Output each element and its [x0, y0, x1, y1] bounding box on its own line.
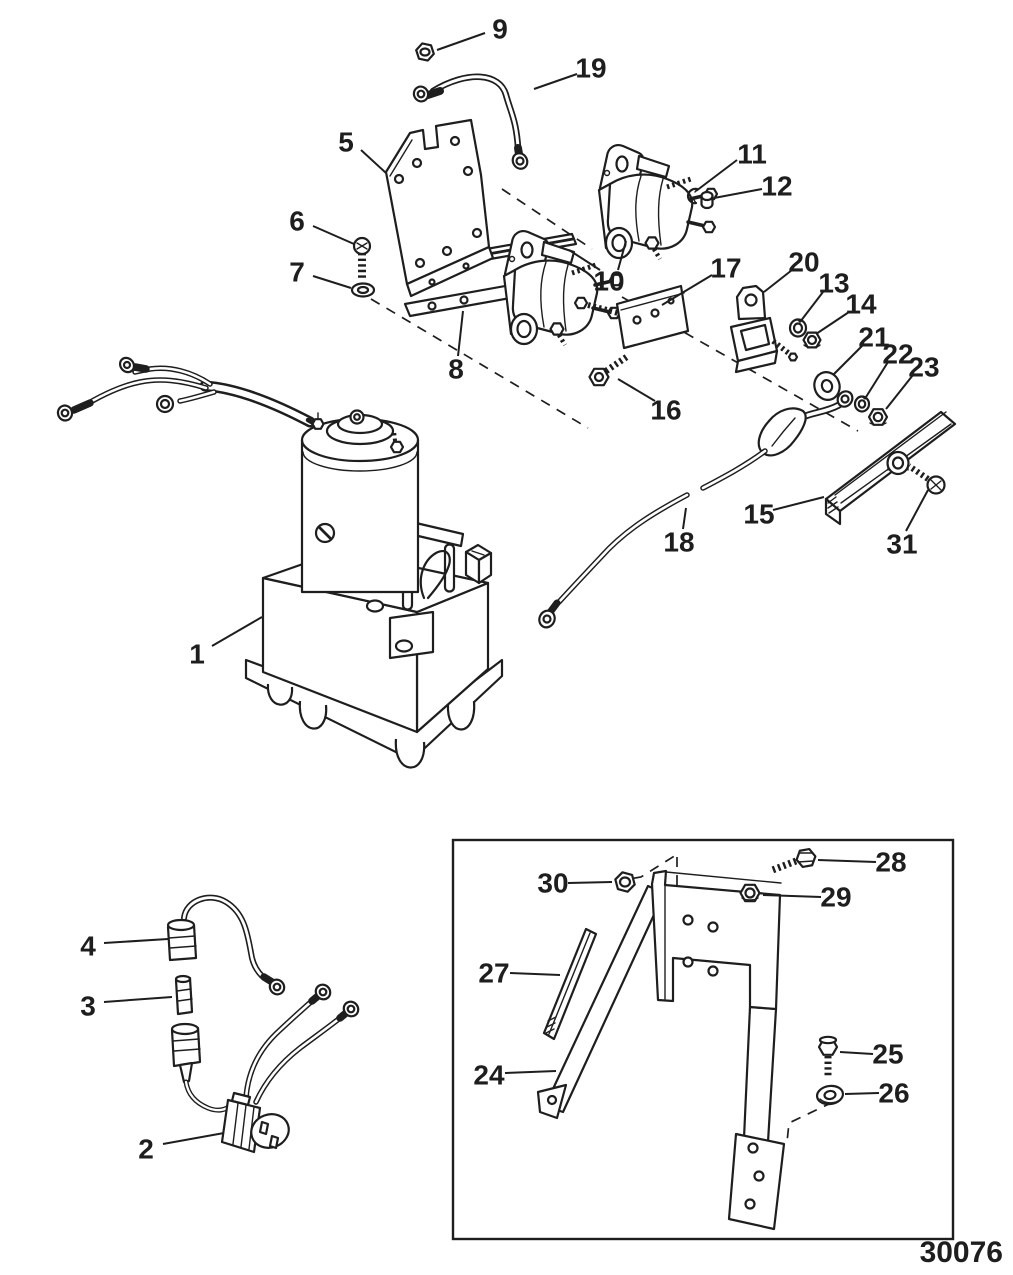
- callout-leader-6: [312, 225, 355, 245]
- callout-leader-15: [772, 496, 825, 511]
- lockwasher-13: [788, 318, 808, 338]
- connector-2: [220, 1091, 290, 1154]
- callout-leader-20: [763, 269, 793, 293]
- callout-label-23: 23: [908, 352, 939, 383]
- callout-label-19: 19: [575, 53, 606, 84]
- callout-leader-30: [567, 881, 613, 884]
- callout-leader-9: [436, 32, 486, 51]
- nut-23: [867, 408, 889, 426]
- callout-label-16: 16: [650, 395, 681, 426]
- callout-label-1: 1: [189, 639, 205, 670]
- mount-bracket-24: [536, 869, 786, 1231]
- fuse-holder-body: [170, 1022, 234, 1113]
- washer-26: [815, 1084, 845, 1106]
- detail-box-group: [451, 838, 955, 1241]
- figure-number: 30076: [920, 1236, 1003, 1269]
- screw-6: [352, 236, 372, 278]
- callout-leader-16: [617, 378, 656, 402]
- wiring-harness-group: [166, 894, 360, 1154]
- callout-leader-24: [504, 1070, 557, 1074]
- callout-leader-25: [839, 1051, 874, 1055]
- callout-label-9: 9: [492, 14, 508, 45]
- callout-layer: 1234567891011121314151617181920212223242…: [80, 14, 939, 1165]
- nut-9: [415, 42, 435, 62]
- bolt-28: [768, 847, 817, 875]
- callout-label-8: 8: [448, 354, 464, 385]
- callout-label-4: 4: [80, 931, 96, 962]
- callout-label-30: 30: [537, 868, 568, 899]
- bracket-20: [729, 284, 799, 374]
- callout-leader-18: [682, 507, 687, 530]
- callout-leader-17: [661, 274, 713, 306]
- callout-label-7: 7: [289, 257, 305, 288]
- callout-label-2: 2: [138, 1134, 154, 1165]
- nut-14: [802, 331, 822, 349]
- callout-label-5: 5: [338, 127, 354, 158]
- callout-label-20: 20: [788, 247, 819, 278]
- detail-box-border: [451, 838, 955, 1241]
- screw-31: [907, 463, 946, 495]
- callout-label-17: 17: [710, 253, 741, 284]
- callout-leader-3: [103, 996, 173, 1003]
- callout-leader-31: [905, 489, 929, 532]
- callout-leader-28: [817, 859, 877, 863]
- callout-label-3: 3: [80, 991, 96, 1022]
- callout-leader-13: [799, 291, 824, 323]
- callout-leader-23: [885, 374, 914, 410]
- jumper-lead-19: [412, 73, 529, 170]
- anode-plate-15: [824, 410, 957, 526]
- nut-12: [700, 190, 714, 210]
- plate-17: [615, 284, 690, 350]
- callout-leader-1: [211, 616, 263, 647]
- callout-leader-27: [509, 972, 561, 976]
- callout-label-27: 27: [478, 958, 509, 989]
- fuse-holder-4: [166, 894, 286, 996]
- callout-label-22: 22: [882, 339, 913, 370]
- callout-label-12: 12: [761, 171, 792, 202]
- callout-label-26: 26: [878, 1078, 909, 1109]
- callout-label-18: 18: [663, 527, 694, 558]
- callout-label-13: 13: [818, 268, 849, 299]
- callout-leader-12: [713, 188, 763, 199]
- callout-label-10: 10: [593, 266, 624, 297]
- nut-29: [739, 883, 761, 903]
- callout-leader-26: [844, 1092, 880, 1095]
- fuse-3: [174, 974, 194, 1016]
- callout-leader-14: [815, 311, 850, 335]
- callout-label-29: 29: [820, 882, 851, 913]
- callout-label-11: 11: [737, 139, 767, 170]
- callout-leader-7: [312, 275, 352, 289]
- washer-21: [813, 371, 841, 401]
- callout-leader-22: [865, 361, 889, 398]
- callout-label-21: 21: [858, 322, 889, 353]
- callout-leader-4: [103, 938, 169, 944]
- callout-leader-5: [360, 149, 387, 174]
- callout-label-31: 31: [886, 529, 917, 560]
- nut-30: [614, 871, 636, 893]
- screw-25: [817, 1035, 839, 1077]
- callout-leader-29: [762, 894, 822, 898]
- support-strip-27: [542, 927, 598, 1041]
- callout-label-24: 24: [473, 1060, 505, 1091]
- callout-label-6: 6: [289, 206, 305, 237]
- callout-leader-19: [533, 73, 578, 90]
- callout-label-15: 15: [743, 499, 774, 530]
- ground-cable-18: [538, 390, 854, 629]
- solenoid-upper: [599, 145, 717, 259]
- callout-label-14: 14: [845, 289, 877, 320]
- callout-label-25: 25: [872, 1039, 903, 1070]
- bolt-16: [588, 353, 630, 387]
- callout-label-28: 28: [875, 847, 906, 878]
- trim-pump-assembly: [56, 356, 504, 769]
- callout-leader-8: [457, 310, 464, 357]
- callout-leader-10: [617, 240, 627, 271]
- callout-leader-11: [695, 159, 738, 192]
- callout-leader-21: [833, 344, 864, 375]
- washer-7: [350, 282, 376, 298]
- lockwasher-22: [853, 395, 871, 413]
- solenoid-lower: [504, 231, 622, 345]
- callout-leader-10: [568, 249, 601, 271]
- callout-leader-2: [162, 1132, 225, 1145]
